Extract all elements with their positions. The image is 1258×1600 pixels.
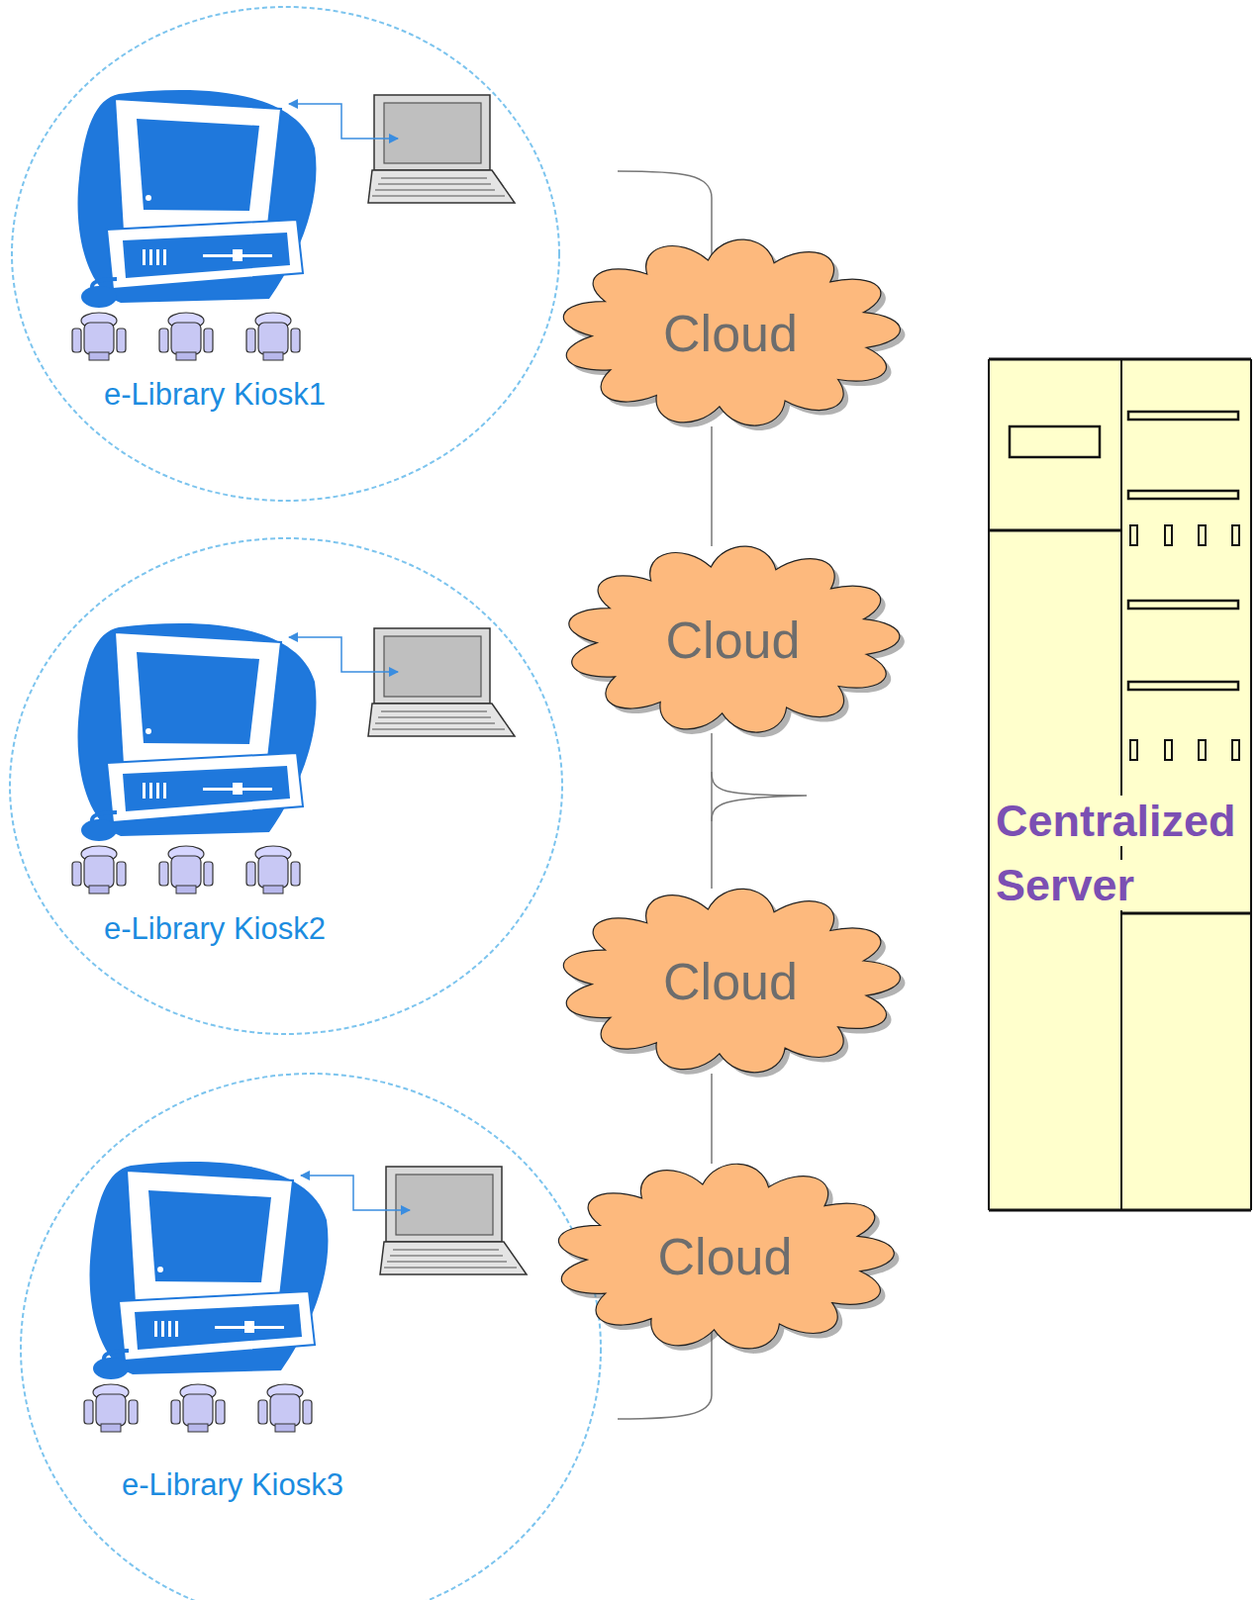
kiosk-label: e-Library Kiosk2	[103, 911, 326, 948]
cloud-shape: Cloud	[572, 888, 889, 1074]
cloud-label-box: Cloud	[572, 239, 889, 427]
cloud-label: Cloud	[666, 610, 801, 671]
cloud-label-box: Cloud	[577, 546, 889, 734]
network-link	[710, 426, 713, 547]
dashed-circle	[18, 1071, 603, 1600]
server-label: Centralized Server	[995, 795, 1237, 911]
cloud-label: Cloud	[663, 303, 798, 364]
kiosk-region: e-Library Kiosk3	[18, 1071, 603, 1600]
dashed-circle	[7, 536, 565, 1037]
kiosk-label: e-Library Kiosk3	[121, 1467, 344, 1504]
kiosk-label: e-Library Kiosk1	[103, 377, 326, 413]
kiosk-region: e-Library Kiosk1	[9, 4, 562, 503]
cloud-label: Cloud	[663, 952, 798, 1012]
cloud-label-box: Cloud	[567, 1163, 883, 1351]
kiosk-region: e-Library Kiosk2	[7, 536, 565, 1037]
cloud-shape: Cloud	[572, 239, 889, 427]
cloud-shape: Cloud	[567, 1163, 883, 1351]
network-link	[710, 733, 713, 889]
dashed-circle	[9, 4, 562, 503]
server-label-box: Centralized Server	[995, 788, 1249, 918]
cloud-shape: Cloud	[577, 546, 889, 734]
server-rack: Centralized Server	[988, 359, 1252, 1211]
cloud-label: Cloud	[658, 1227, 793, 1287]
network-link	[710, 1073, 713, 1164]
server-drawing	[988, 359, 1252, 1211]
cloud-label-box: Cloud	[572, 888, 889, 1074]
